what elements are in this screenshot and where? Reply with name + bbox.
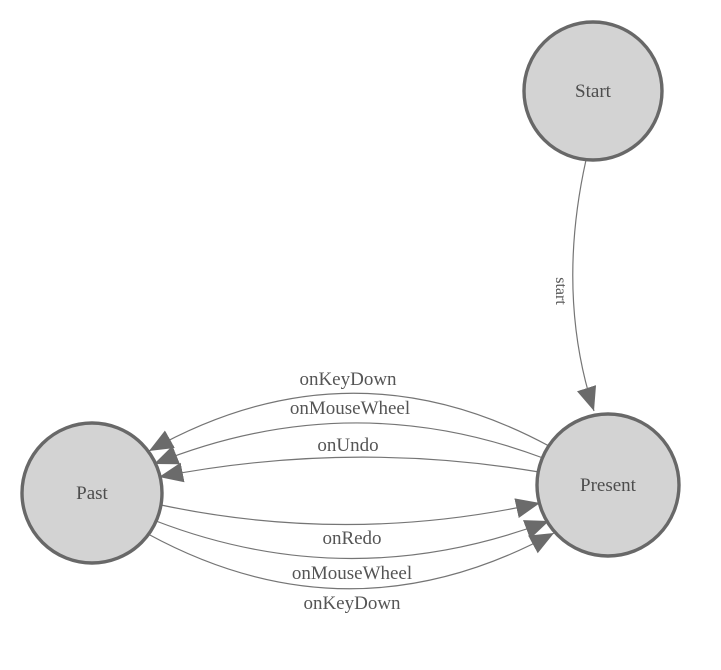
edge-path-onmousewheel-down[interactable] [155, 520, 550, 560]
edge-path-onmousewheel-up[interactable] [153, 422, 544, 465]
state-node-present: Present [535, 412, 681, 558]
edge-present-to-past-onundo: onUndo [158, 435, 540, 483]
edge-path-onkeydown-up[interactable] [148, 392, 550, 452]
edge-past-to-present-onkeydown: onKeyDown [147, 532, 555, 614]
state-circle-past[interactable] [20, 421, 164, 565]
edge-path-onkeydown-down[interactable] [147, 532, 555, 590]
edge-path-onundo[interactable] [158, 456, 540, 483]
edge-path-onredo[interactable] [160, 498, 541, 526]
edge-label-start: start [552, 277, 569, 305]
edge-past-to-present-onmousewheel: onMouseWheel [155, 520, 550, 584]
state-circle-start[interactable] [522, 20, 664, 162]
edge-label-onredo: onRedo [322, 528, 381, 549]
edge-label-onmousewheel-up: onMouseWheel [290, 398, 410, 419]
state-label-start: Start [575, 81, 612, 102]
edge-label-onmousewheel-down: onMouseWheel [292, 563, 412, 584]
state-node-start: Start [522, 20, 664, 162]
state-label-past: Past [76, 483, 108, 504]
edge-label-onkeydown-up: onKeyDown [299, 369, 397, 390]
edge-label-onundo: onUndo [317, 435, 378, 456]
state-node-past: Past [20, 421, 164, 565]
edge-label-onkeydown-down: onKeyDown [303, 593, 401, 614]
edge-start-to-present: start [552, 159, 597, 412]
edge-path-start[interactable] [572, 159, 597, 412]
edge-past-to-present-onredo: onRedo [160, 498, 541, 549]
state-circle-present[interactable] [535, 412, 681, 558]
state-label-present: Present [580, 475, 637, 496]
edge-present-to-past-onkeydown: onKeyDown [148, 369, 550, 452]
edge-present-to-past-onmousewheel: onMouseWheel [153, 398, 544, 465]
